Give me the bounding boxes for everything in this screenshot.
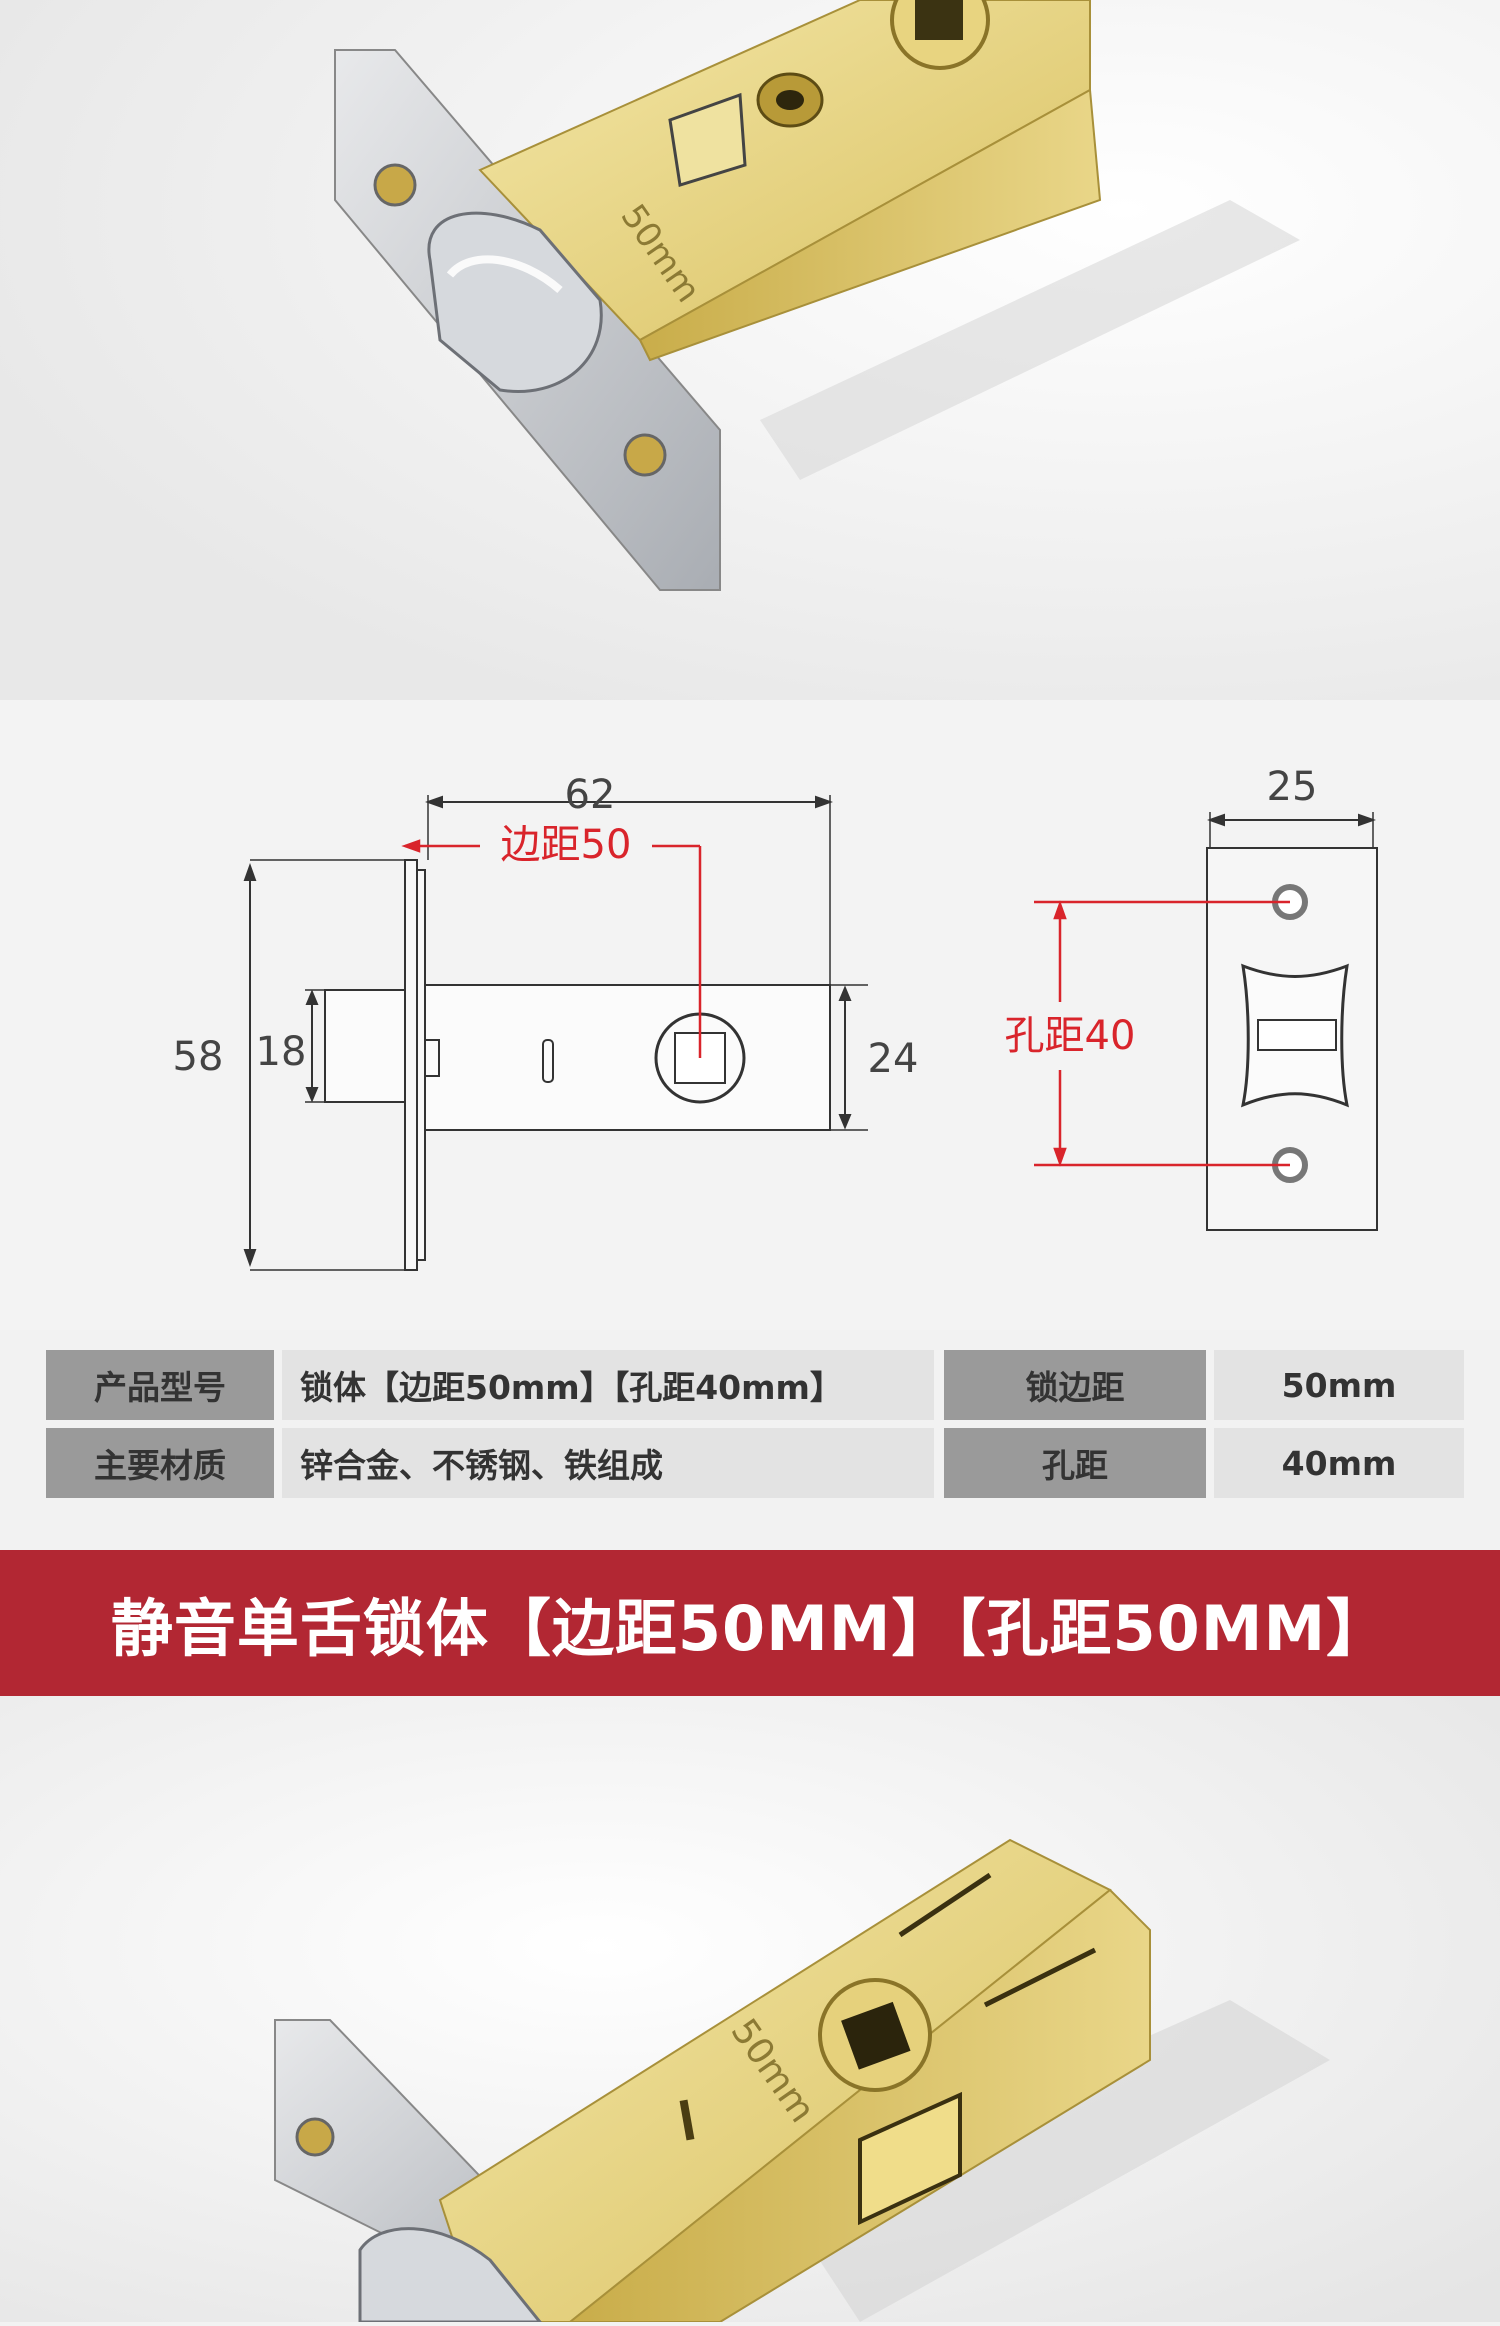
spec-label-model: 产品型号 (46, 1350, 274, 1420)
backset-label: 边距50 (501, 822, 632, 868)
product-photo-top: 50mm (0, 0, 1500, 700)
spec-value-model: 锁体【边距50mm】【孔距40mm】 (282, 1350, 934, 1420)
banner-title: 静音单舌锁体【边距50MM】【孔距50MM】 (110, 1592, 1390, 1665)
hole-distance-dimension (1034, 900, 1290, 1167)
spec-value-material: 锌合金、不锈钢、铁组成 (282, 1428, 934, 1498)
dimension-62: 62 (565, 772, 616, 818)
spec-label-backset: 锁边距 (944, 1350, 1206, 1420)
dimension-18: 18 (256, 1029, 307, 1075)
lock-body-image-top: 50mm (0, 0, 1500, 700)
dimension-58: 58 (173, 1034, 224, 1080)
backset-dimension (401, 839, 702, 1058)
latch-bolt (358, 2227, 544, 2324)
hole-distance-label: 孔距40 (1005, 1013, 1136, 1059)
spec-table: 产品型号 锁体【边距50mm】【孔距40mm】 锁边距 50mm 主要材质 锌合… (46, 1350, 1464, 1504)
product-photo-bottom: 50mm (0, 1696, 1500, 2324)
dimension-25: 25 (1267, 764, 1318, 810)
technical-drawings: 62 边距50 58 18 24 25 孔距40 (0, 700, 1500, 1330)
lock-body-image-bottom: 50mm (0, 1696, 1500, 2324)
screw-hole-icon (623, 433, 667, 477)
screw-hole-icon (373, 163, 417, 207)
screw-hole-icon (295, 2117, 335, 2157)
title-banner: 静音单舌锁体【边距50MM】【孔距50MM】 (0, 1550, 1500, 1696)
dimension-24: 24 (868, 1036, 919, 1082)
spec-label-material: 主要材质 (46, 1428, 274, 1498)
spec-value-backset: 50mm (1214, 1350, 1464, 1420)
front-view-drawing (1206, 812, 1378, 1231)
spec-value-hole-distance: 40mm (1214, 1428, 1464, 1498)
spec-label-hole-distance: 孔距 (944, 1428, 1206, 1498)
